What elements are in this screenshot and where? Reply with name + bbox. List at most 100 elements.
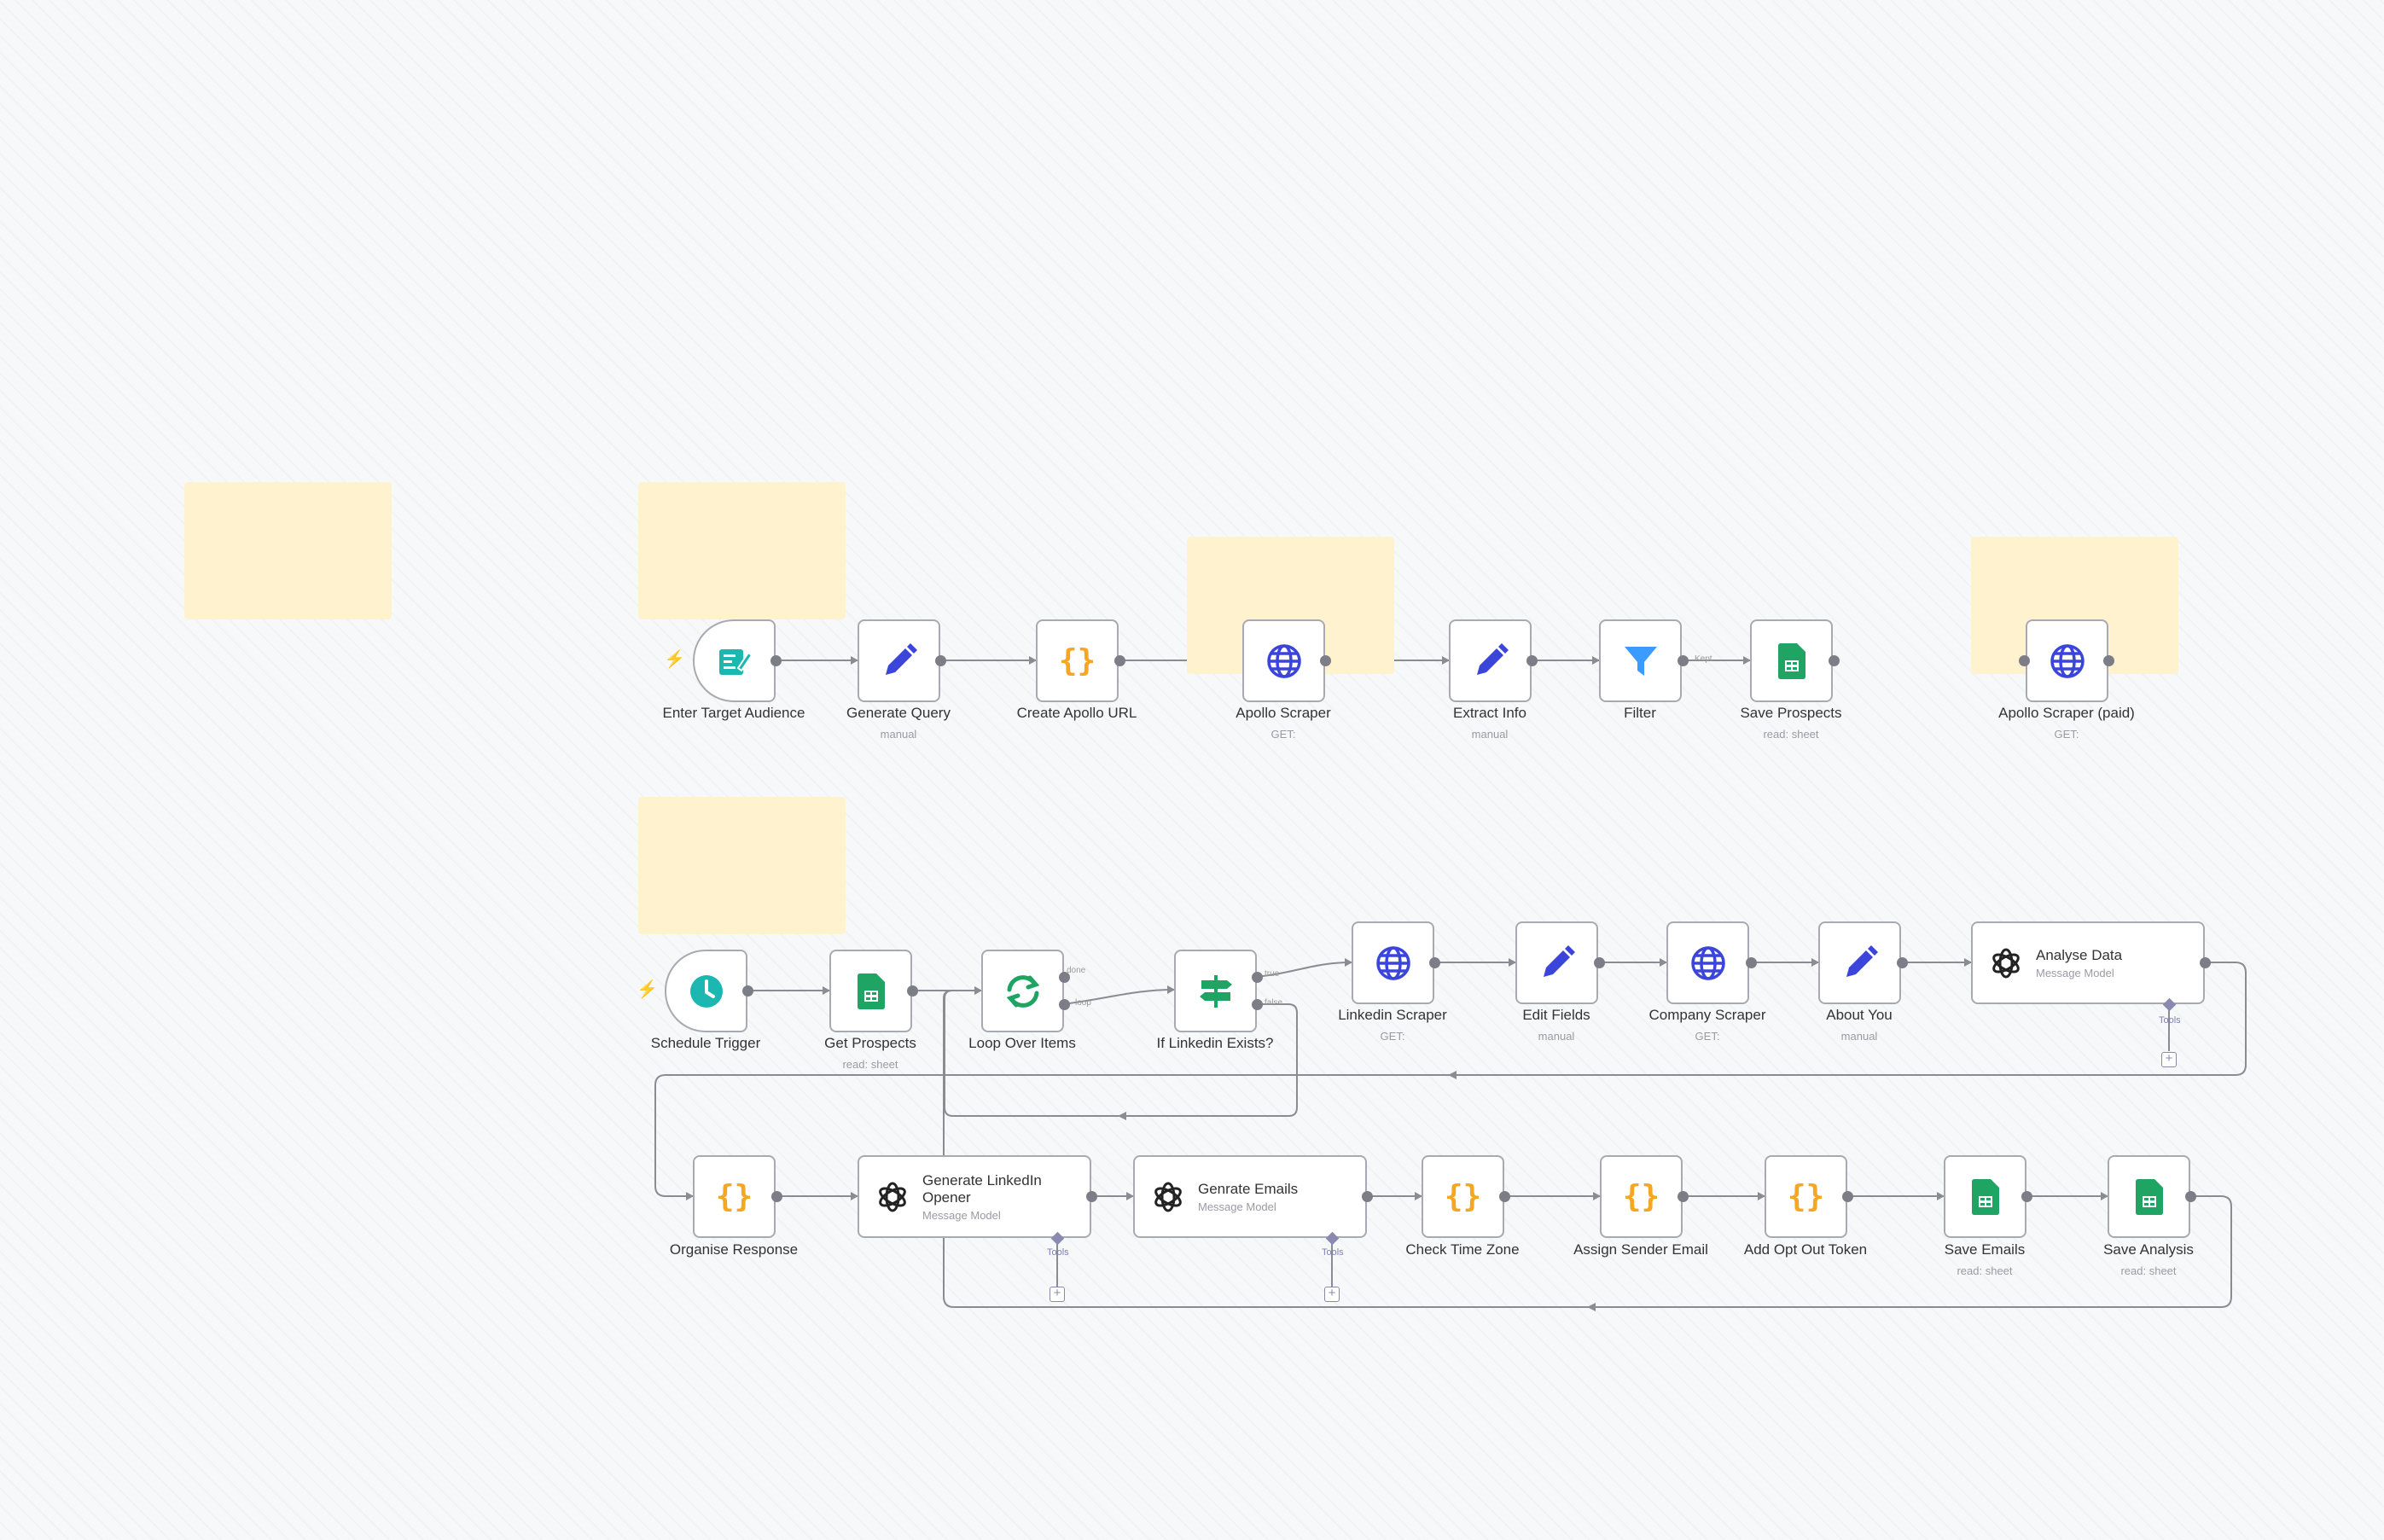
node-label: Enter Target Audience [662, 705, 805, 721]
sticky-note[interactable] [184, 482, 392, 619]
loop-icon [1006, 974, 1039, 1008]
node-subtitle: manual [1840, 1030, 1878, 1043]
node-extract-info[interactable] [1449, 619, 1532, 702]
output-handle[interactable] [1059, 999, 1070, 1010]
sticky-note[interactable] [638, 797, 846, 934]
node-subtitle: read: sheet [842, 1058, 898, 1071]
globe-icon [1266, 643, 1301, 678]
sheets-icon [857, 973, 885, 1009]
output-handle[interactable] [2185, 1191, 2196, 1202]
node-subtitle: manual [1471, 728, 1509, 741]
add-tool-button[interactable]: + [1324, 1287, 1340, 1302]
node-company-scraper[interactable] [1666, 921, 1749, 1004]
output-label-false: false [1265, 998, 1283, 1008]
node-subtitle: manual [880, 728, 917, 741]
tools-label: Tools [2159, 1015, 2181, 1026]
trigger-bolt-icon: ⚡ [637, 980, 658, 999]
node-subtitle: GET: [2054, 728, 2079, 741]
output-handle[interactable] [1429, 957, 1440, 968]
node-organise-response[interactable]: {} [693, 1155, 776, 1238]
trigger-bolt-icon: ⚡ [664, 650, 685, 669]
output-handle[interactable] [907, 985, 918, 997]
node-label: Organise Response [669, 1241, 799, 1258]
output-handle[interactable] [2200, 957, 2211, 968]
node-check-time-zone[interactable]: {} [1422, 1155, 1504, 1238]
output-handle[interactable] [1114, 655, 1125, 666]
output-handle[interactable] [1526, 655, 1538, 666]
output-handle[interactable] [935, 655, 946, 666]
output-handle[interactable] [1897, 957, 1908, 968]
sticky-note[interactable] [638, 482, 846, 619]
openai-icon [1992, 948, 2020, 978]
output-handle[interactable] [1678, 1191, 1689, 1202]
output-handle[interactable] [1842, 1191, 1853, 1202]
node-filter[interactable] [1599, 619, 1682, 702]
tools-label: Tools [1322, 1247, 1344, 1258]
output-handle[interactable] [1086, 1191, 1097, 1202]
output-label-loop: loop [1075, 998, 1091, 1008]
code-braces-icon: {} [1787, 1179, 1825, 1214]
output-handle[interactable] [771, 1191, 782, 1202]
output-label-kept: Kept [1695, 654, 1712, 664]
node-save-prospects[interactable] [1750, 619, 1833, 702]
node-label: Generate Query [846, 705, 951, 721]
add-tool-button[interactable]: + [1050, 1287, 1065, 1302]
sheets-icon [1971, 1178, 1999, 1215]
node-analyse-data[interactable]: Analyse Data Message Model [1971, 921, 2205, 1004]
node-generate-query[interactable] [858, 619, 940, 702]
node-subtitle: manual [1538, 1030, 1575, 1043]
output-handle[interactable] [1829, 655, 1840, 666]
node-if-linkedin-exists[interactable] [1174, 950, 1257, 1032]
output-handle[interactable] [1252, 999, 1263, 1010]
node-loop-over-items[interactable] [981, 950, 1064, 1032]
output-handle[interactable] [742, 985, 753, 997]
output-handle[interactable] [1594, 957, 1605, 968]
output-handle[interactable] [770, 655, 782, 666]
code-braces-icon: {} [1622, 1179, 1660, 1214]
output-handle[interactable] [2019, 655, 2030, 666]
node-about-you[interactable] [1818, 921, 1901, 1004]
node-label: Extract Info [1453, 705, 1526, 721]
node-title: Generate LinkedIn Opener [922, 1171, 1042, 1206]
sheets-icon [2135, 1178, 2163, 1215]
node-label: Linkedin Scraper [1338, 1007, 1447, 1023]
pencil-icon [1543, 944, 1575, 977]
openai-icon [879, 1182, 906, 1212]
output-handle[interactable] [1746, 957, 1757, 968]
node-label: Apollo Scraper (paid) [1998, 705, 2135, 721]
node-assign-sender-email[interactable]: {} [1600, 1155, 1683, 1238]
node-enter-target-audience[interactable] [693, 619, 776, 702]
output-handle[interactable] [1320, 655, 1331, 666]
node-label: Assign Sender Email [1573, 1241, 1708, 1258]
output-handle[interactable] [1252, 972, 1263, 983]
node-label: Loop Over Items [968, 1035, 1076, 1051]
output-handle[interactable] [1499, 1191, 1510, 1202]
node-add-opt-out-token[interactable]: {} [1765, 1155, 1847, 1238]
node-label: Edit Fields [1522, 1007, 1590, 1023]
output-handle[interactable] [1362, 1191, 1373, 1202]
node-save-analysis[interactable] [2108, 1155, 2190, 1238]
node-apollo-scraper-paid[interactable] [2026, 619, 2108, 702]
node-label: Company Scraper [1648, 1007, 1766, 1023]
output-handle[interactable] [1059, 972, 1070, 983]
node-genrate-emails[interactable]: Genrate Emails Message Model [1133, 1155, 1367, 1238]
node-label: Filter [1624, 705, 1656, 721]
pencil-icon [1846, 944, 1878, 977]
node-get-prospects[interactable] [829, 950, 912, 1032]
add-tool-button[interactable]: + [2161, 1052, 2177, 1067]
node-generate-linkedin-opener[interactable]: Generate LinkedIn Opener Message Model [858, 1155, 1091, 1238]
node-create-apollo-url[interactable]: {} [1036, 619, 1119, 702]
node-schedule-trigger[interactable] [665, 950, 747, 1032]
node-apollo-scraper[interactable] [1242, 619, 1325, 702]
output-handle[interactable] [2021, 1191, 2032, 1202]
pencil-icon [885, 642, 917, 675]
pencil-icon [1476, 642, 1509, 675]
node-save-emails[interactable] [1944, 1155, 2026, 1238]
output-handle[interactable] [2103, 655, 2114, 666]
node-edit-fields[interactable] [1515, 921, 1598, 1004]
node-linkedin-scraper[interactable] [1352, 921, 1434, 1004]
output-handle[interactable] [1678, 655, 1689, 666]
node-label: Create Apollo URL [1016, 705, 1137, 721]
